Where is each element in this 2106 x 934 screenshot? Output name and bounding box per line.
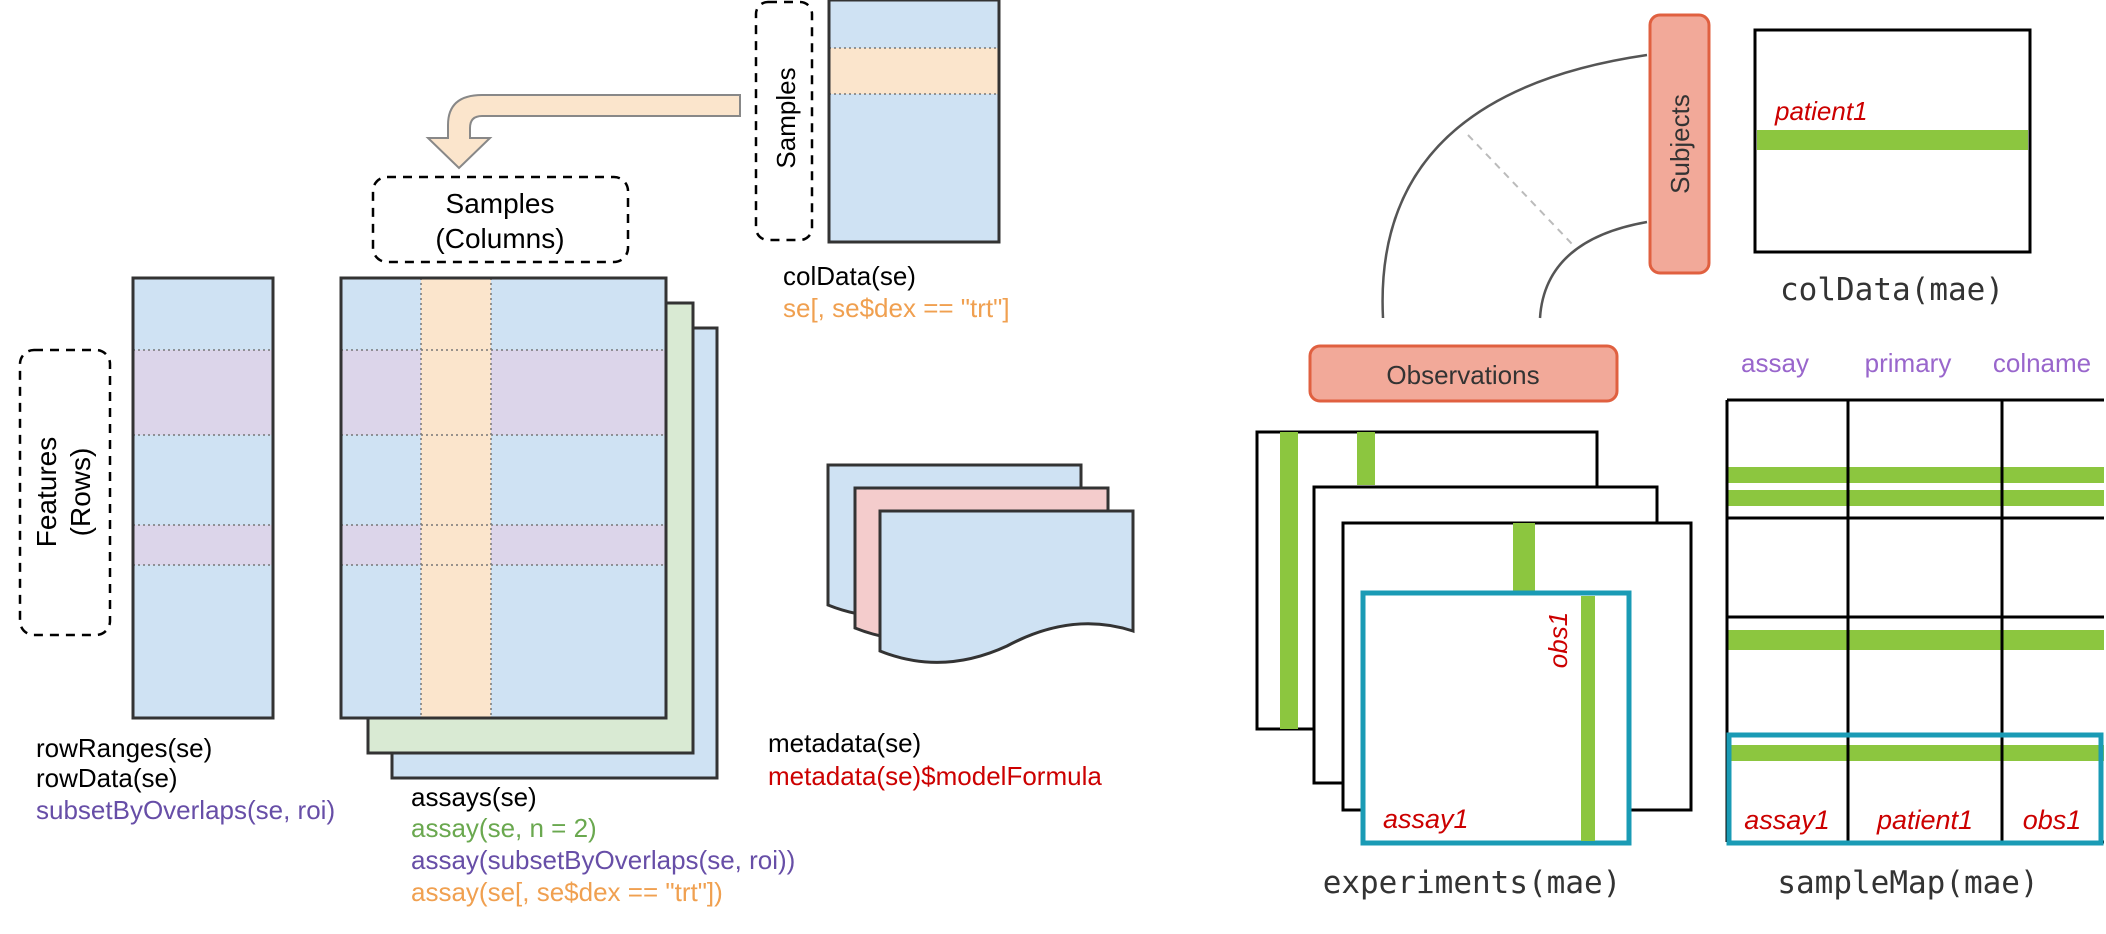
rowranges-caption: rowRanges(se)	[36, 733, 212, 763]
subsetbyoverlaps-caption: subsetByOverlaps(se, roi)	[36, 795, 335, 825]
subjects-arcs	[1381, 53, 1648, 319]
coldata-matrix	[827, 0, 1001, 244]
coldata-mae-box: patient1	[1753, 28, 2032, 254]
curved-arrow	[425, 94, 741, 170]
features-label: Features	[31, 437, 62, 548]
metadata-stack	[826, 463, 1135, 664]
subjects-box: Subjects	[1648, 13, 1711, 275]
experiments-caption: experiments(mae)	[1323, 865, 1622, 901]
samplemap-table: assay1 patient1 obs1	[1725, 398, 2104, 846]
observations-label: Observations	[1386, 360, 1539, 390]
samplemap-headers: assay primary colname	[1741, 348, 2091, 378]
samples-columns-box: Samples (Columns)	[371, 175, 630, 264]
samplemap-caption: sampleMap(mae)	[1777, 865, 2038, 901]
samplemap-header-assay: assay	[1741, 348, 1809, 378]
samplemap-header-primary: primary	[1865, 348, 1952, 378]
samplemap-header-colname: colname	[1993, 348, 2091, 378]
rowranges-matrix	[131, 276, 275, 720]
samples-label: Samples	[446, 188, 555, 219]
samples-vertical-label: Samples	[771, 67, 801, 168]
rowdata-caption: rowData(se)	[36, 763, 178, 793]
assays-stack	[339, 276, 719, 780]
assay-n2-caption: assay(se, n = 2)	[411, 813, 597, 843]
subjects-label: Subjects	[1665, 94, 1695, 194]
observations-box: Observations	[1308, 344, 1619, 403]
experiments-stack: obs1 assay1	[1255, 430, 1693, 846]
assay-dex-caption: assay(se[, se$dex == "trt"])	[411, 877, 723, 907]
coldata-subset-caption: se[, se$dex == "trt"]	[783, 293, 1010, 323]
modelformula-caption: metadata(se)$modelFormula	[768, 761, 1102, 791]
obs1-label: obs1	[1543, 612, 1573, 668]
rows-label: (Rows)	[65, 448, 96, 537]
patient1-label: patient1	[1774, 96, 1868, 126]
columns-label: (Columns)	[435, 223, 564, 254]
samples-box: Samples	[754, 0, 814, 242]
coldata-mae-caption: colData(mae)	[1780, 272, 2004, 308]
samplemap-cell-patient1: patient1	[1876, 805, 1973, 835]
assay1-label: assay1	[1383, 804, 1469, 834]
assays-caption: assays(se)	[411, 782, 537, 812]
coldata-caption: colData(se)	[783, 261, 916, 291]
features-box: Features (Rows)	[18, 348, 112, 637]
assay-subset-caption: assay(subsetByOverlaps(se, roi))	[411, 845, 795, 875]
samplemap-cell-assay1: assay1	[1744, 805, 1830, 835]
metadata-caption: metadata(se)	[768, 728, 921, 758]
samplemap-cell-obs1: obs1	[2023, 805, 2082, 835]
